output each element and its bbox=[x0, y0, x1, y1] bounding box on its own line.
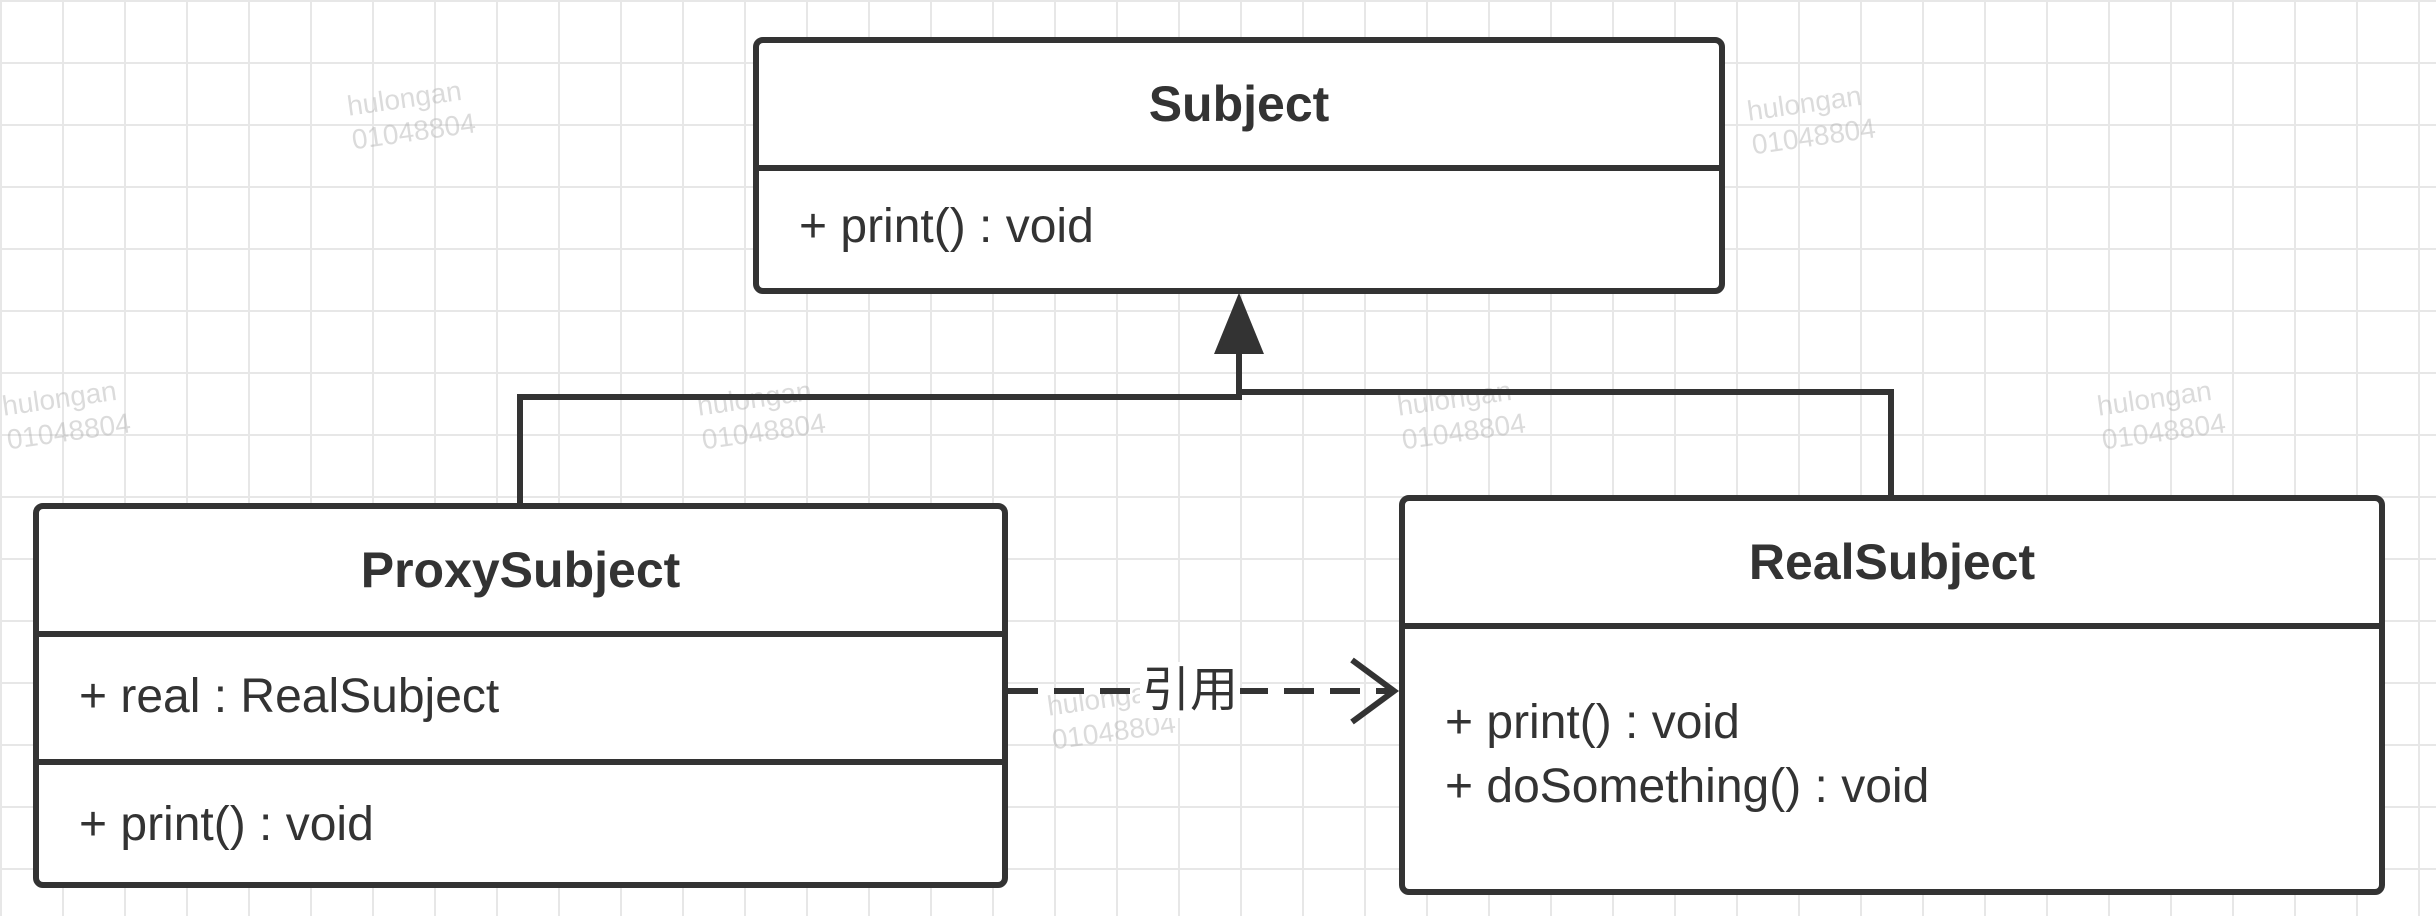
class-proxy-subject-methods: + print() : void bbox=[39, 765, 1002, 857]
class-proxy-subject[interactable]: ProxySubject + real : RealSubject + prin… bbox=[33, 503, 1008, 888]
attribute-entry: + real : RealSubject bbox=[79, 670, 500, 723]
class-real-subject[interactable]: RealSubject + print() : void + doSomethi… bbox=[1399, 495, 2385, 895]
inheritance-arrowhead bbox=[1214, 292, 1264, 354]
method-entry: + print() : void bbox=[79, 798, 374, 851]
class-proxy-subject-name: ProxySubject bbox=[39, 509, 1002, 637]
method-entry: + print() : void bbox=[799, 200, 1094, 253]
class-proxy-subject-attributes: + real : RealSubject bbox=[39, 637, 1002, 765]
reference-label: 引用 bbox=[1140, 662, 1241, 718]
inheritance-line-proxy bbox=[517, 345, 1242, 505]
method-entry: + doSomething() : void bbox=[1445, 760, 1930, 813]
class-real-subject-name: RealSubject bbox=[1405, 501, 2379, 629]
method-entry: + print() : void bbox=[1445, 696, 1740, 749]
class-subject[interactable]: Subject + print() : void bbox=[753, 37, 1725, 294]
reference-arrowhead bbox=[1350, 657, 1400, 725]
inheritance-line-real bbox=[1239, 389, 1894, 498]
class-subject-methods: + print() : void bbox=[759, 171, 1719, 259]
class-subject-name: Subject bbox=[759, 43, 1719, 171]
class-real-subject-methods: + print() : void + doSomething() : void bbox=[1405, 629, 2379, 819]
